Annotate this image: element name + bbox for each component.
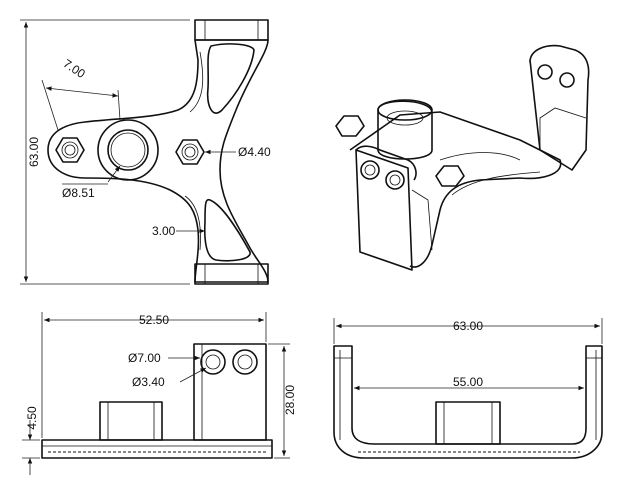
top-view-dimensions [20,19,236,285]
front-upper-hole-dim-label: Ø7.00 [128,351,161,365]
side-view: 63.00 55.00 [333,318,603,459]
left-hex-nut-icon [55,137,85,163]
top-arm-dim-label: 3.00 [152,224,176,238]
front-base-dim-label: 4.50 [25,406,39,430]
front-view-outline [41,343,273,459]
top-spacing-dim-label: 7.00 [61,56,88,81]
top-view: 63.00 7.00 Ø8.51 Ø4.40 3.00 [20,19,271,285]
side-inner-dim-label: 55.00 [453,375,483,389]
front-width-dim-label: 52.50 [139,313,169,327]
top-hole-dim-label: Ø8.51 [62,186,95,200]
front-view: 52.50 Ø7.00 Ø3.40 28.00 4.50 [22,312,297,475]
center-boss [97,119,159,181]
top-view-outline [47,19,269,285]
front-height-dim-label: 28.00 [283,385,297,415]
right-hex-nut-icon [175,139,205,165]
side-view-dimensions [333,318,603,391]
top-height-dim-label: 63.00 [27,137,41,167]
front-view-dimensions [22,312,290,475]
isometric-view [335,44,590,271]
front-lower-hole-dim-label: Ø3.40 [132,375,165,389]
side-width-dim-label: 63.00 [453,319,483,333]
top-hex-dim-label: Ø4.40 [238,145,271,159]
side-view-outline [333,345,603,459]
